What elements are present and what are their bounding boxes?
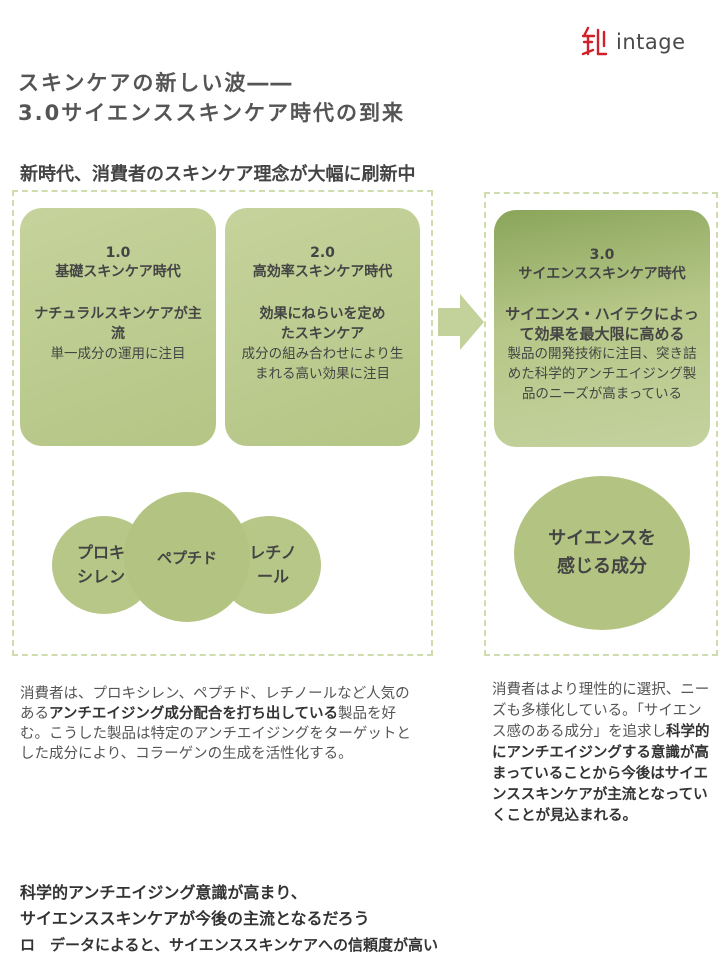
title-line-2: 3.0サイエンススキンケア時代の到来 [18, 101, 405, 125]
conclusion-line-1: 科学的アンチエイジング意識が高まり、 [20, 883, 307, 902]
conclusion-bullet: ロ データによると、サイエンススキンケアへの信頼度が高い [20, 936, 439, 954]
era-card-1: 1.0 基礎スキンケア時代 ナチュラルスキンケアが主流 単一成分の運用に注目 [20, 208, 216, 446]
conclusion-line-2: サイエンススキンケアが今後の主流となるだろう [20, 909, 370, 928]
ingredient-label: レチノール [249, 543, 297, 586]
ingredient-label: プロキシレン [76, 543, 125, 586]
conclusion: 科学的アンチエイジング意識が高まり、 サイエンススキンケアが今後の主流となるだろ… [20, 880, 438, 958]
era-highlight: ナチュラルスキンケアが主流 [34, 306, 202, 342]
intage-logo: intage [580, 22, 700, 62]
evolution-panel-right [484, 192, 718, 656]
science-ingredient-label: サイエンスを感じる成分 [548, 528, 656, 577]
era-highlight: サイエンス・ハイテクによって効果を最大限に高める [505, 305, 699, 343]
era-description: 成分の組み合わせにより生まれる高い効果に注目 [241, 346, 404, 382]
para-left-emphasis: アンチエイジング成分配合を打ち出している [49, 706, 338, 722]
science-ingredient-circle: サイエンスを感じる成分 [514, 476, 690, 630]
consumer-trend-text: 消費者はより理性的に選択、ニーズも多様化している。「サイエンス感のある成分」を追… [492, 680, 714, 827]
evolution-panel-left [12, 190, 433, 656]
intage-logo-icon [581, 26, 608, 56]
era-card-3: 3.0 サイエンススキンケア時代 サイエンス・ハイテクによって効果を最大限に高め… [494, 210, 710, 447]
para-left-text-1: 消費者は、プロキシレン、ペプチド、レチノールなど人気のある [20, 686, 410, 722]
era-name: 基礎スキンケア時代 [55, 264, 181, 280]
ingredient-circle-peptide: ペプチド [124, 492, 250, 622]
era-number: 2.0 [310, 245, 335, 261]
era-name: サイエンススキンケア時代 [518, 266, 686, 282]
era-description: 製品の開発技術に注目、突き詰めた科学的アンチエイジング製品のニーズが高まっている [507, 346, 697, 402]
era-card-2: 2.0 高効率スキンケア時代 効果にねらいを定めたスキンケア 成分の組み合わせに… [225, 208, 420, 446]
era-number: 1.0 [105, 245, 131, 261]
para-right-text-1: 消費者はより理性的に選択、ニーズも多様化している。「サイエンス感のある成分」を追… [492, 682, 710, 740]
page-title: スキンケアの新しい波―― 3.0サイエンススキンケア時代の到来 [18, 68, 405, 128]
era-name: 高効率スキンケア時代 [252, 264, 393, 280]
era-highlight: 効果にねらいを定めたスキンケア [259, 306, 386, 342]
era-number: 3.0 [589, 247, 615, 263]
era-description: 単一成分の運用に注目 [50, 346, 186, 362]
title-line-1: スキンケアの新しい波―― [18, 71, 294, 95]
section-subtitle: 新時代、消費者のスキンケア理念が大幅に刷新中 [20, 164, 416, 185]
ingredient-label: ペプチド [156, 548, 217, 567]
logo-text: intage [616, 30, 686, 54]
para-left-text-2: 製品を好む。こうした製品は特定のアンチエイジングをターゲットとした成分により、コ… [20, 706, 411, 762]
arrow-right-icon [438, 294, 484, 350]
para-right-emphasis: 科学的にアンチエイジングする意識が高まっていることから今後はサイエンススキンケア… [492, 724, 710, 824]
consumer-preference-text: 消費者は、プロキシレン、ペプチド、レチノールなど人気のあるアンチエイジング成分配… [20, 684, 420, 764]
